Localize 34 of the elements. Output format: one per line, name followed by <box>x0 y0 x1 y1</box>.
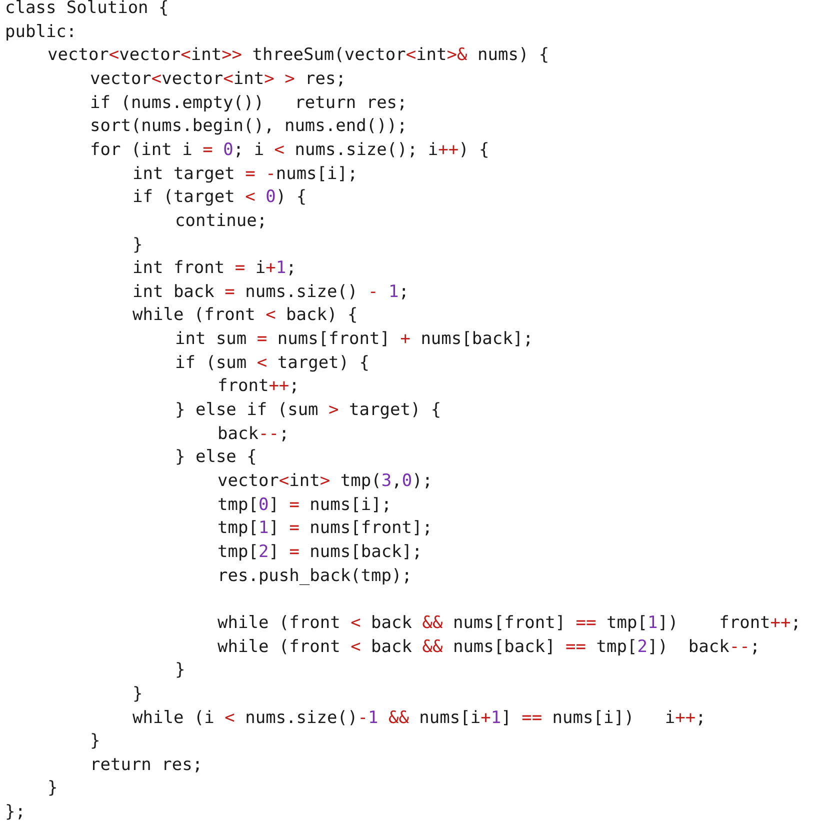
code-line: while (front < back && nums[back] == tmp[2]) back--; <box>218 636 760 657</box>
code-line: } <box>132 684 143 704</box>
code-line: while (i < nums.size()-1 && nums[i+1] == nums[i]) i++; <box>132 708 706 728</box>
code-line: vector<int> tmp(3,0); <box>218 471 433 491</box>
code-line: public: <box>5 22 77 42</box>
code-line: if (sum < target) { <box>175 352 370 373</box>
code-line: res.push_back(tmp); <box>218 566 412 586</box>
code-line: continue; <box>175 210 268 231</box>
code-line: int front = i+1; <box>132 258 296 278</box>
code-line: while (front < back && nums[front] == tmp[1]) front++; <box>218 612 802 633</box>
code-line: int target = -nums[i]; <box>132 164 358 184</box>
code-line: for (int i = 0; i < nums.size(); i++) { <box>90 140 490 160</box>
code-line: int back = nums.size() - 1; <box>132 282 409 302</box>
code-line: tmp[0] = nums[i]; <box>218 494 392 515</box>
code-line: } <box>90 731 100 752</box>
code-line: } else { <box>175 447 257 468</box>
code-line: } <box>175 660 186 680</box>
code-line: if (target < 0) { <box>132 187 307 208</box>
code-line: class Solution { <box>5 0 169 18</box>
code-line: } else if (sum > target) { <box>175 400 442 420</box>
code-line: vector<vector<int> > res; <box>90 68 346 89</box>
code-line: int sum = nums[front] + nums[back]; <box>175 329 534 350</box>
code-line: while (front < back) { <box>132 305 358 326</box>
code-line: front++; <box>218 376 300 396</box>
code-line: sort(nums.begin(), nums.end()); <box>90 116 408 136</box>
code-line: return res; <box>90 754 203 775</box>
code-line: if (nums.empty()) return res; <box>90 92 408 113</box>
code-line: } <box>132 234 143 254</box>
code-line: }; <box>5 802 26 822</box>
code-line: tmp[1] = nums[front]; <box>218 518 432 538</box>
code-line: vector<vector<int>> threeSum(vector<int>& nums) { <box>48 45 550 66</box>
code-line: back--; <box>218 424 290 444</box>
code-line: } <box>48 778 58 798</box>
code-line: tmp[2] = nums[back]; <box>218 542 422 562</box>
